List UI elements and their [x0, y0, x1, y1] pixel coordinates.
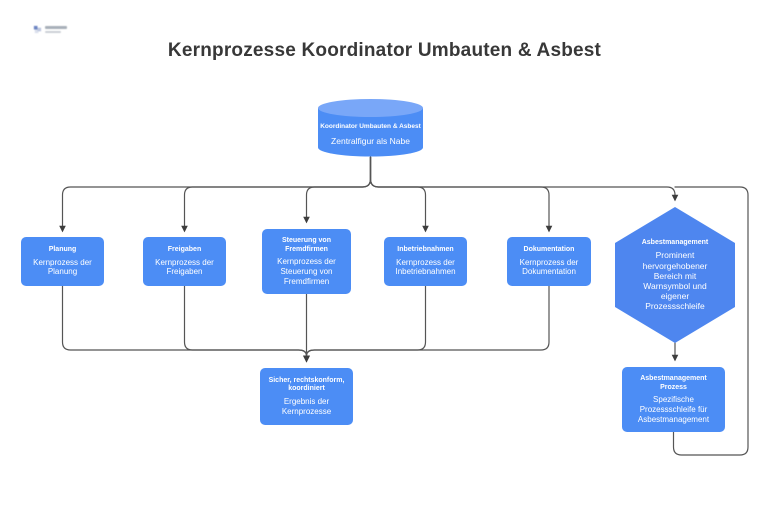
edge-planung-ergebnis	[61, 285, 310, 363]
node-inbetriebnahmen[interactable]: Inbetriebnahmen Kernprozess der Inbetrie…	[384, 237, 467, 286]
edge-inbetriebnahmen-ergebnis	[303, 285, 427, 363]
edge-hub-inbetriebnahmen	[369, 156, 429, 233]
edge-dokumentation-ergebnis	[303, 285, 550, 363]
node-asbestmanagement-hexagon[interactable]: Asbestmanagement Prominent hervorgehoben…	[615, 207, 735, 343]
node-sublabel: Prominent hervorgehobener Bereich mit Wa…	[642, 250, 708, 312]
edge-freigaben-ergebnis	[183, 285, 310, 363]
node-sublabel: Kernprozess der Steuerung von Fremdfirme…	[277, 257, 336, 286]
node-sublabel: Kernprozess der Planung	[33, 257, 92, 277]
node-label: Dokumentation	[523, 246, 575, 254]
watermark-logo-icon	[33, 25, 42, 34]
watermark-logo-text	[45, 26, 67, 33]
edge-hub-planung	[59, 156, 372, 233]
node-label: Koordinator Umbauten & Asbest	[320, 123, 421, 131]
node-label: Asbestmanagement Prozess	[640, 374, 707, 391]
node-freigaben[interactable]: Freigaben Kernprozess der Freigaben	[143, 237, 226, 286]
node-ergebnis[interactable]: Sicher, rechtskonform, koordiniert Ergeb…	[260, 368, 353, 425]
diagram-title: Kernprozesse Koordinator Umbauten & Asbe…	[167, 40, 602, 61]
node-label: Freigaben	[167, 246, 202, 254]
edge-hub-steuerung	[303, 156, 372, 224]
edge-hub-freigaben	[181, 156, 372, 233]
node-sublabel: Kernprozess der Freigaben	[155, 257, 214, 277]
node-steuerung[interactable]: Steuerung von Fremdfirmen Kernprozess de…	[262, 229, 351, 294]
edge-hub-asbestmanagement	[369, 156, 679, 202]
node-sublabel: Zentralfigur als Nabe	[331, 136, 410, 147]
node-dokumentation[interactable]: Dokumentation Kernprozess der Dokumentat…	[507, 237, 591, 286]
node-sublabel: Kernprozess der Dokumentation	[519, 257, 579, 277]
node-label: Sicher, rechtskonform, koordiniert	[268, 376, 345, 393]
node-label: Planung	[48, 246, 77, 254]
node-asbest-prozess[interactable]: Asbestmanagement Prozess Spezifische Pro…	[622, 367, 725, 432]
edge-hub-dokumentation	[369, 156, 553, 233]
node-label: Asbestmanagement	[641, 238, 709, 246]
node-label: Inbetriebnahmen	[397, 246, 454, 254]
node-hub-cylinder[interactable]: Koordinator Umbauten & Asbest Zentralfig…	[318, 99, 423, 157]
watermark-logo	[33, 25, 67, 34]
cylinder-shape	[318, 99, 423, 157]
node-sublabel: Spezifische Prozessschleife für Asbestma…	[637, 395, 710, 424]
node-planung[interactable]: Planung Kernprozess der Planung	[21, 237, 104, 286]
node-label: Steuerung von Fremdfirmen	[281, 236, 331, 253]
node-sublabel: Kernprozess der Inbetriebnahmen	[395, 257, 456, 277]
node-sublabel: Ergebnis der Kernprozesse	[281, 397, 332, 416]
